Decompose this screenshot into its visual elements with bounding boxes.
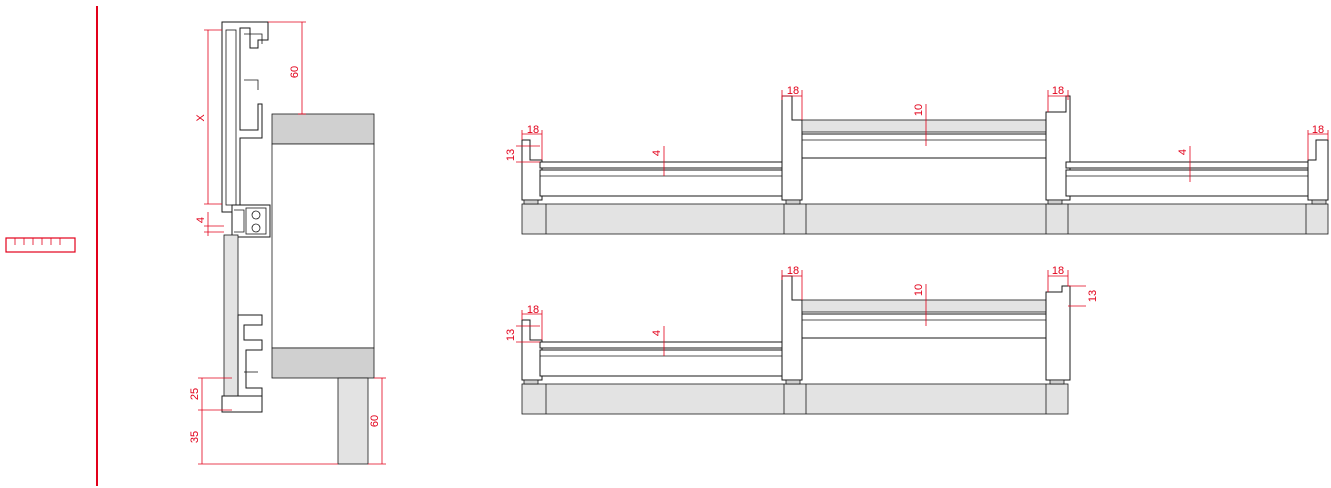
- plan2-right-frame: 18: [1052, 265, 1064, 277]
- dim-bottom-right: 60: [369, 415, 381, 427]
- side-section: X 60 4 25 35 60: [189, 21, 386, 465]
- plan-three-track: 18 13 4 18 10 18 4 18: [505, 85, 1329, 235]
- dim-x: X: [195, 114, 207, 122]
- plan2-center-panel: 10: [913, 284, 925, 296]
- plan1-left-height: 13: [505, 149, 517, 161]
- plan2-left-panel: 4: [651, 330, 663, 336]
- plan1-center-frame: 18: [787, 85, 799, 97]
- ruler-icon: [5, 237, 76, 253]
- plan1-right-panel: 4: [1177, 149, 1189, 155]
- plan1-left-frame: 18: [527, 124, 539, 136]
- plan1-right-frame: 18: [1312, 124, 1324, 136]
- dim-gap: 4: [195, 217, 207, 223]
- plan-two-track: 18 13 4 18 10 18 13: [505, 265, 1099, 415]
- plan2-center-frame: 18: [787, 265, 799, 277]
- dim-bottom-left-lower: 35: [189, 431, 201, 443]
- plan2-left-frame: 18: [527, 304, 539, 316]
- plan1-left-panel: 4: [651, 150, 663, 156]
- plan2-right-height: 13: [1087, 290, 1099, 302]
- plan1-right-frame-upper: 18: [1052, 85, 1064, 97]
- plan1-center-panel: 10: [913, 104, 925, 116]
- dim-top: 60: [289, 66, 301, 78]
- dim-bottom-left-upper: 25: [189, 388, 201, 400]
- plan2-left-height: 13: [505, 329, 517, 341]
